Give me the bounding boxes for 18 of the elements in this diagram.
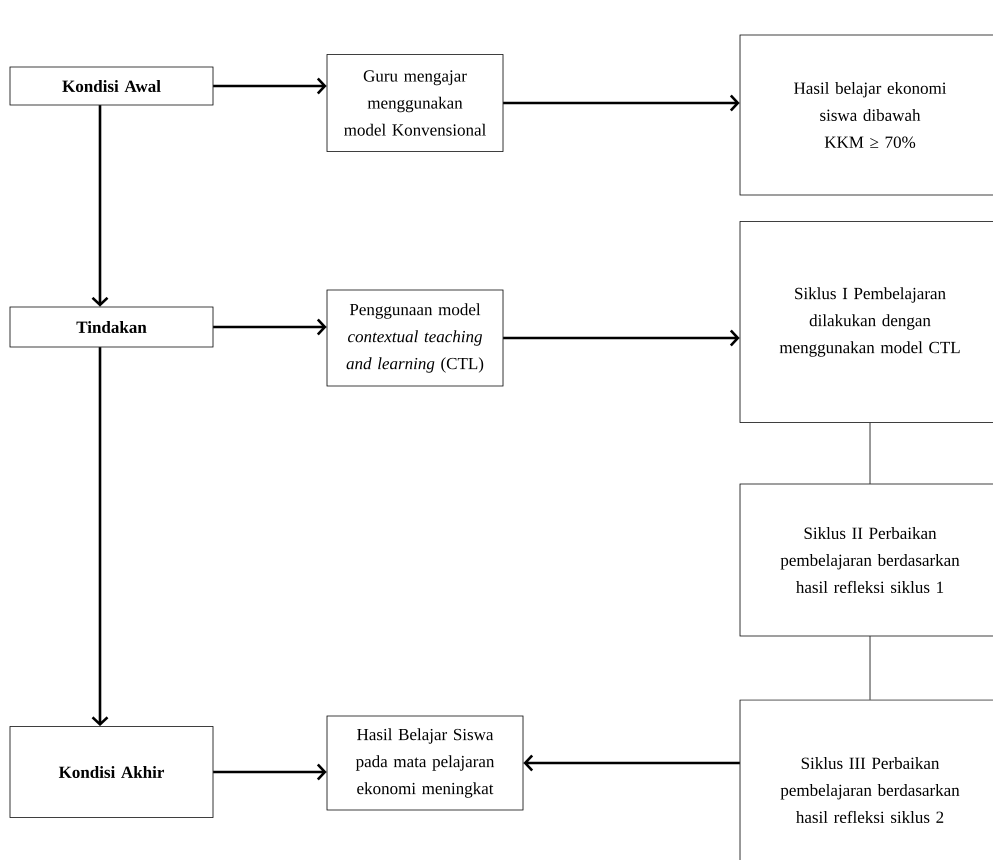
arrow — [92, 347, 108, 726]
process-box: Kondisi Awal — [10, 66, 214, 106]
process-box: Guru mengajar menggunakan model Konvensional — [326, 54, 504, 152]
process-box: Siklus II Perbaikan pembelajaran berdasarkan hasil refleksi siklus 1 — [740, 484, 993, 636]
arrow — [213, 764, 327, 780]
process-box: Siklus I Pembelajaran dilakukan dengan menggunakan model CTL — [740, 221, 993, 423]
process-box: Tindakan — [10, 306, 214, 348]
process-box: Penggunaan model contextual teaching and learning (CTL) — [326, 290, 504, 386]
arrow — [503, 330, 740, 346]
arrow — [503, 94, 740, 112]
process-box: Siklus III Perbaikan pembelajaran berdasarkan hasil refleksi siklus 2 — [740, 700, 993, 860]
arrow — [213, 318, 327, 336]
process-box: Hasil belajar ekonomi siswa dibawah KKM ≥ 70% — [740, 34, 993, 196]
arrow — [213, 78, 327, 94]
arrow — [523, 754, 740, 772]
arrow — [92, 105, 108, 307]
process-box: Hasil Belajar Siswa pada mata pelajaran ekonomi meningkat — [326, 716, 524, 810]
process-box: Kondisi Akhir — [10, 726, 214, 818]
